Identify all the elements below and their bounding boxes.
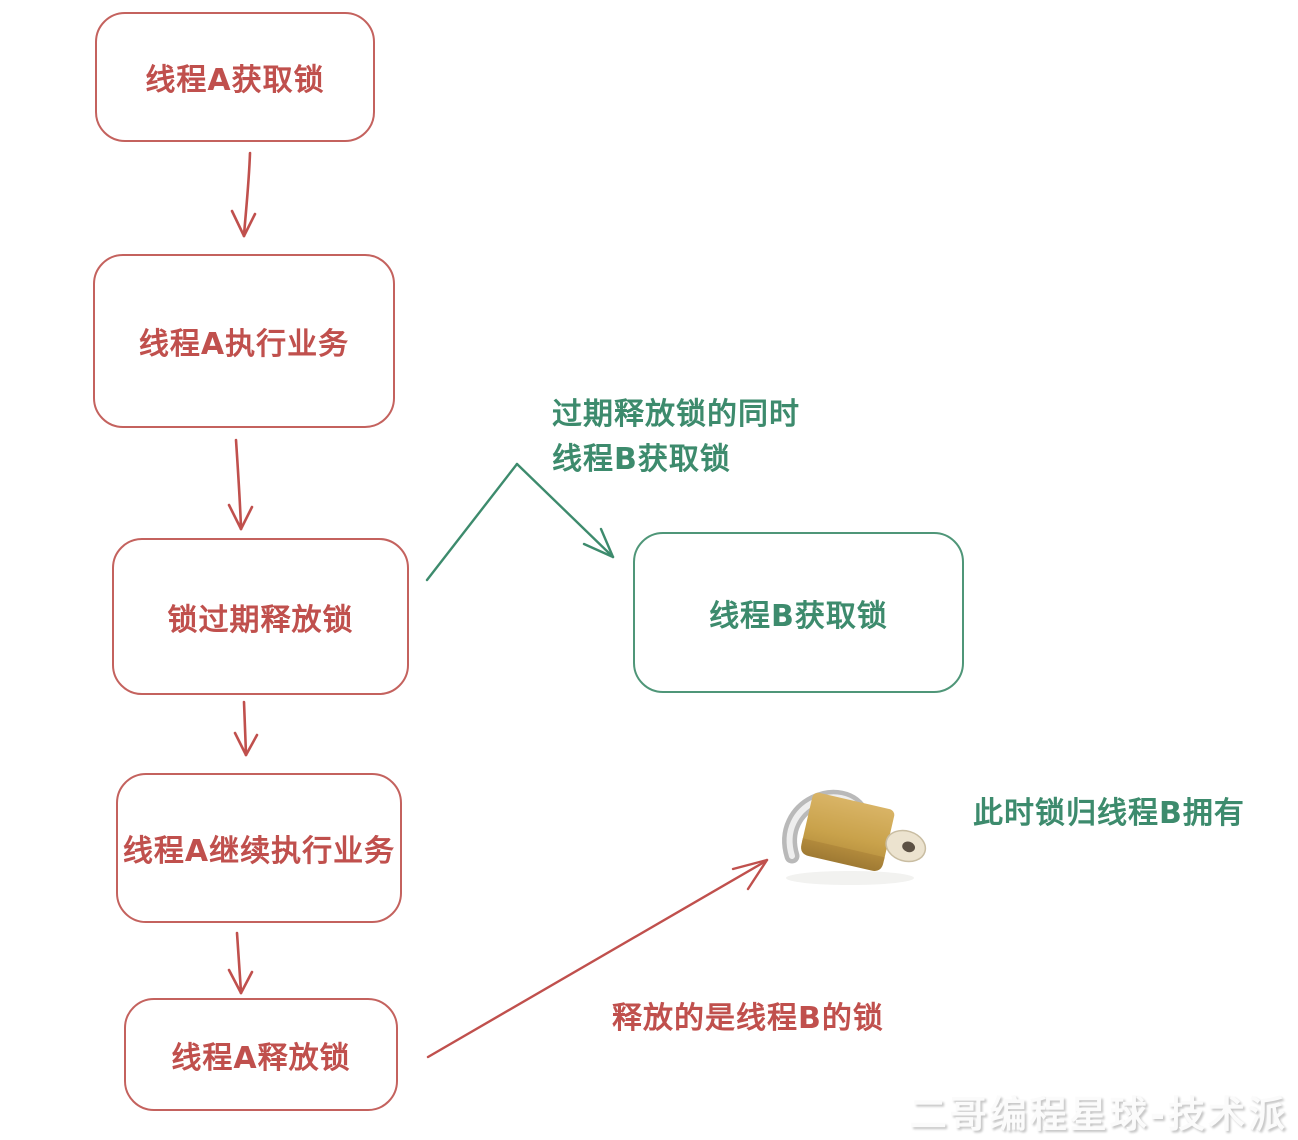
node-label: 线程A释放锁: [171, 1040, 351, 1076]
arrow-expire-to-continue: [233, 700, 259, 757]
note-line: 线程B获取锁: [552, 442, 731, 477]
node-lock-expire-release: 锁过期释放锁: [112, 538, 409, 695]
note-lock-owned-by-thread-b: 此时锁归线程B拥有: [973, 796, 1245, 831]
node-thread-a-acquire-lock: 线程A获取锁: [95, 12, 375, 142]
arrow-a-execute-to-expire: [227, 438, 254, 531]
padlock-with-key-icon: [782, 789, 927, 885]
watermark-text: 二哥编程星球-技术派: [909, 1093, 1288, 1136]
arrow-a-acquire-to-execute: [230, 151, 257, 238]
node-thread-a-continue-business: 线程A继续执行业务: [116, 773, 402, 923]
note-releases-thread-b-lock: 释放的是线程B的锁: [612, 1001, 884, 1036]
arrow-continue-to-release: [227, 931, 254, 995]
node-thread-b-acquire-lock: 线程B获取锁: [633, 532, 964, 693]
node-label: 线程A执行业务: [138, 327, 350, 362]
node-label: 线程A获取锁: [145, 63, 325, 98]
note-expire-simultaneous: 过期释放锁的同时 线程B获取锁: [552, 392, 800, 482]
node-label: 锁过期释放锁: [167, 602, 354, 638]
node-label: 线程A继续执行业务: [122, 834, 396, 869]
node-thread-a-release-lock: 线程A释放锁: [124, 998, 398, 1111]
node-label: 线程B获取锁: [709, 598, 888, 634]
note-line: 过期释放锁的同时: [552, 397, 800, 432]
node-thread-a-execute-business: 线程A执行业务: [93, 254, 395, 428]
